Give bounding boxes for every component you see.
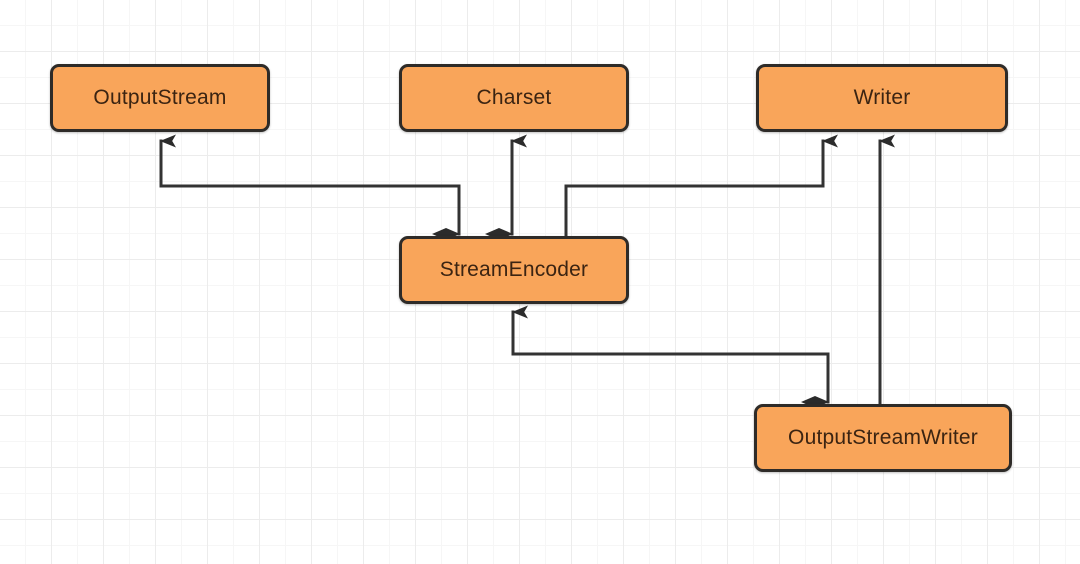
node-output-stream-writer[interactable]: OutputStreamWriter: [754, 404, 1012, 472]
node-writer-label: Writer: [853, 86, 911, 109]
node-writer[interactable]: Writer: [756, 64, 1008, 132]
node-output-stream[interactable]: OutputStream: [50, 64, 270, 132]
node-output-stream-writer-label: OutputStreamWriter: [788, 426, 978, 449]
node-stream-encoder[interactable]: StreamEncoder: [399, 236, 629, 304]
edge-stream-encoder-to-output-stream: [159, 134, 461, 240]
edge-stream-encoder-to-writer: [564, 134, 838, 238]
node-charset[interactable]: Charset: [399, 64, 629, 132]
node-charset-label: Charset: [476, 86, 552, 109]
edge-output-stream-writer-to-stream-encoder: [511, 305, 830, 408]
node-output-stream-label: OutputStream: [93, 86, 227, 109]
node-stream-encoder-label: StreamEncoder: [439, 258, 589, 281]
